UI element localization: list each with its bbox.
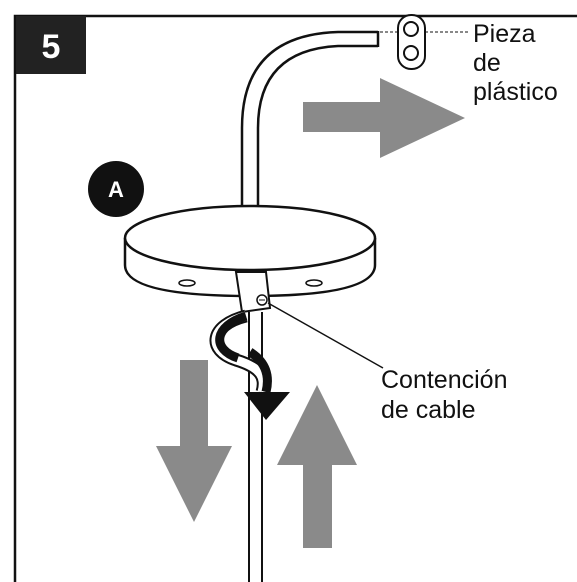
up-arrow-icon <box>277 385 357 548</box>
part-label-a: A <box>88 161 144 217</box>
part-label-a-text: A <box>108 177 124 202</box>
plastic-piece-label: Pieza de plástico <box>473 20 558 106</box>
step-badge: 5 <box>16 16 86 74</box>
plastic-piece-label-line2: de <box>473 49 501 77</box>
cable-retainer-label: Contención de cable <box>381 366 507 424</box>
panel-frame <box>13 14 577 582</box>
down-arrow-icon <box>156 360 232 522</box>
cable-retainer-leader <box>267 302 384 369</box>
curved-tube-inner <box>256 44 378 206</box>
slide-right-arrow-icon <box>303 78 465 158</box>
canopy-screw-hole-right <box>305 279 323 287</box>
cable-retainer <box>234 271 272 314</box>
cable-retainer-label-line1: Contención <box>381 366 507 394</box>
plastic-piece-label-line1: Pieza <box>473 20 536 48</box>
curved-tube-outer <box>240 30 378 206</box>
step-number: 5 <box>42 28 61 66</box>
plastic-piece-icon <box>397 14 426 70</box>
canopy-screw-hole-left <box>178 279 196 287</box>
twist-arrow-icon <box>209 309 290 420</box>
plastic-piece-label-line3: plástico <box>473 78 558 106</box>
cable-retainer-label-line2: de cable <box>381 396 476 424</box>
canopy <box>123 204 377 298</box>
